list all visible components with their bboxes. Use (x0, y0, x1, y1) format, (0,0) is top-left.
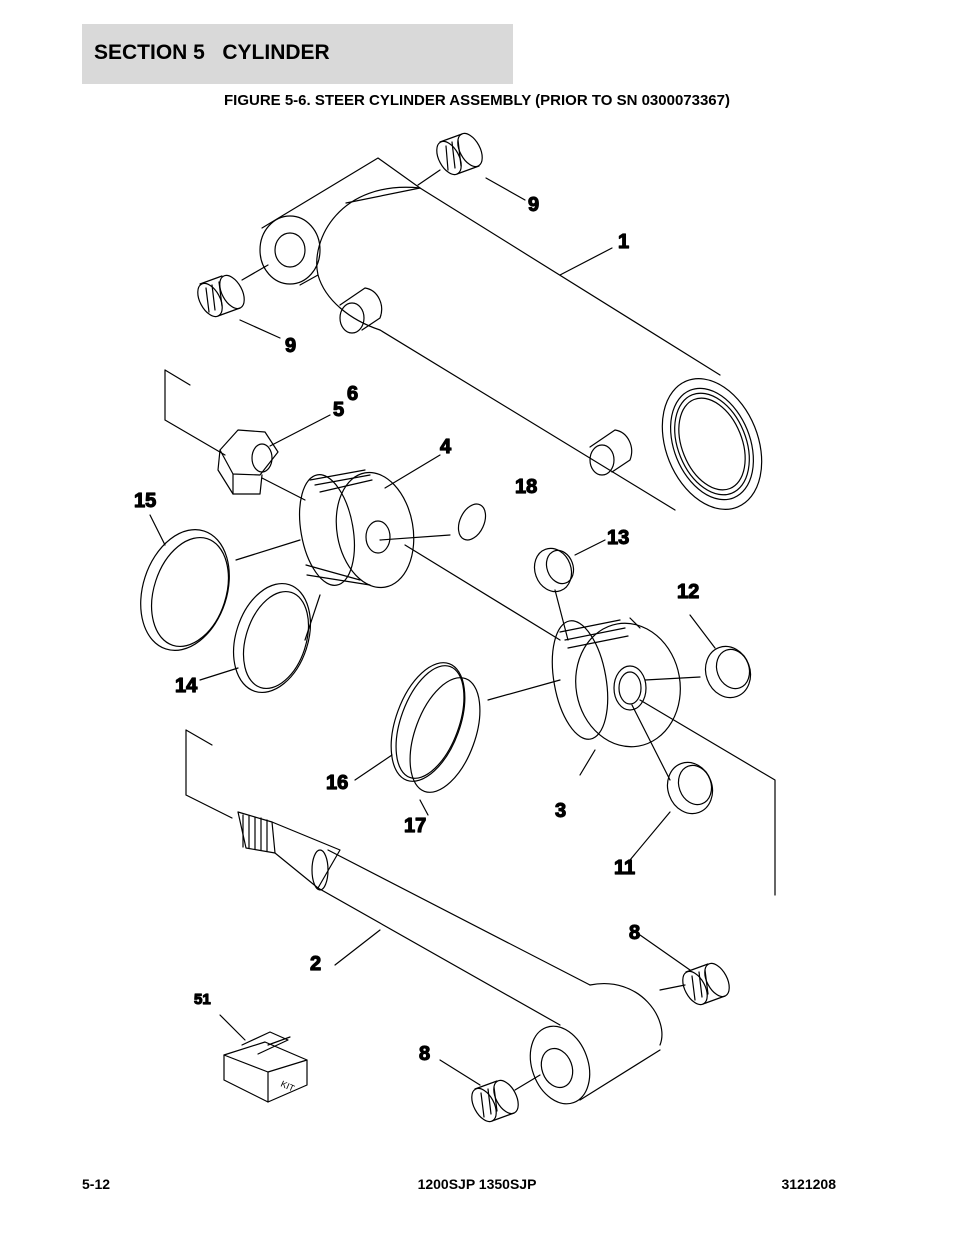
callout-12: 12 (677, 581, 699, 603)
part-51-kit-box (219, 1014, 308, 1103)
part-1-cylinder-barrel (259, 157, 763, 511)
callout-4: 4 (440, 436, 452, 458)
part-2-piston-rod (185, 729, 663, 1105)
part-13-rod-seal (533, 539, 606, 641)
part-11-wiper (629, 761, 714, 861)
callout-17: 17 (404, 815, 426, 837)
part-5-6-nut (164, 369, 331, 501)
part-8-bushing-lower (439, 1059, 541, 1123)
section-header-bar (82, 24, 513, 84)
figure-title: FIGURE 5-6. STEER CYLINDER ASSEMBLY (PRI… (224, 92, 730, 109)
callout-51: 51 (194, 991, 211, 1008)
part-14-piston-seal (199, 582, 311, 694)
callout-14: 14 (175, 675, 198, 697)
part-9-bushing-lower (197, 264, 281, 339)
callout-8-upper: 8 (629, 922, 640, 944)
callout-9-upper: 9 (528, 194, 539, 216)
section-title: SECTION 5 CYLINDER (94, 41, 330, 64)
part-15-wear-ring (140, 514, 230, 651)
part-4-piston (235, 454, 451, 641)
footer-page-number: 5-12 (82, 1176, 111, 1192)
part-3-cylinder-head (404, 544, 776, 896)
callout-1: 1 (618, 231, 629, 253)
callout-11: 11 (614, 857, 635, 879)
callout-2: 2 (310, 953, 321, 975)
footer-models: 1200SJP 1350SJP (417, 1176, 537, 1192)
callout-6: 6 (347, 383, 358, 405)
footer-doc-number: 3121208 (781, 1176, 836, 1192)
part-12-wiper (689, 614, 752, 699)
part-9-bushing-upper (417, 132, 526, 201)
part-16-o-ring (354, 662, 466, 782)
callout-8-lower: 8 (419, 1043, 430, 1065)
callout-13: 13 (607, 527, 629, 549)
part-8-bushing-upper (639, 934, 730, 1006)
kit-label: KIT (279, 1079, 296, 1094)
callout-18: 18 (515, 476, 537, 498)
part-18-o-ring (457, 503, 487, 541)
callout-5: 5 (333, 399, 344, 421)
callout-16: 16 (326, 772, 348, 794)
callout-9-lower: 9 (285, 335, 296, 357)
callout-15: 15 (134, 490, 156, 512)
part-17-backup-ring (409, 677, 481, 816)
callout-3: 3 (555, 800, 566, 822)
